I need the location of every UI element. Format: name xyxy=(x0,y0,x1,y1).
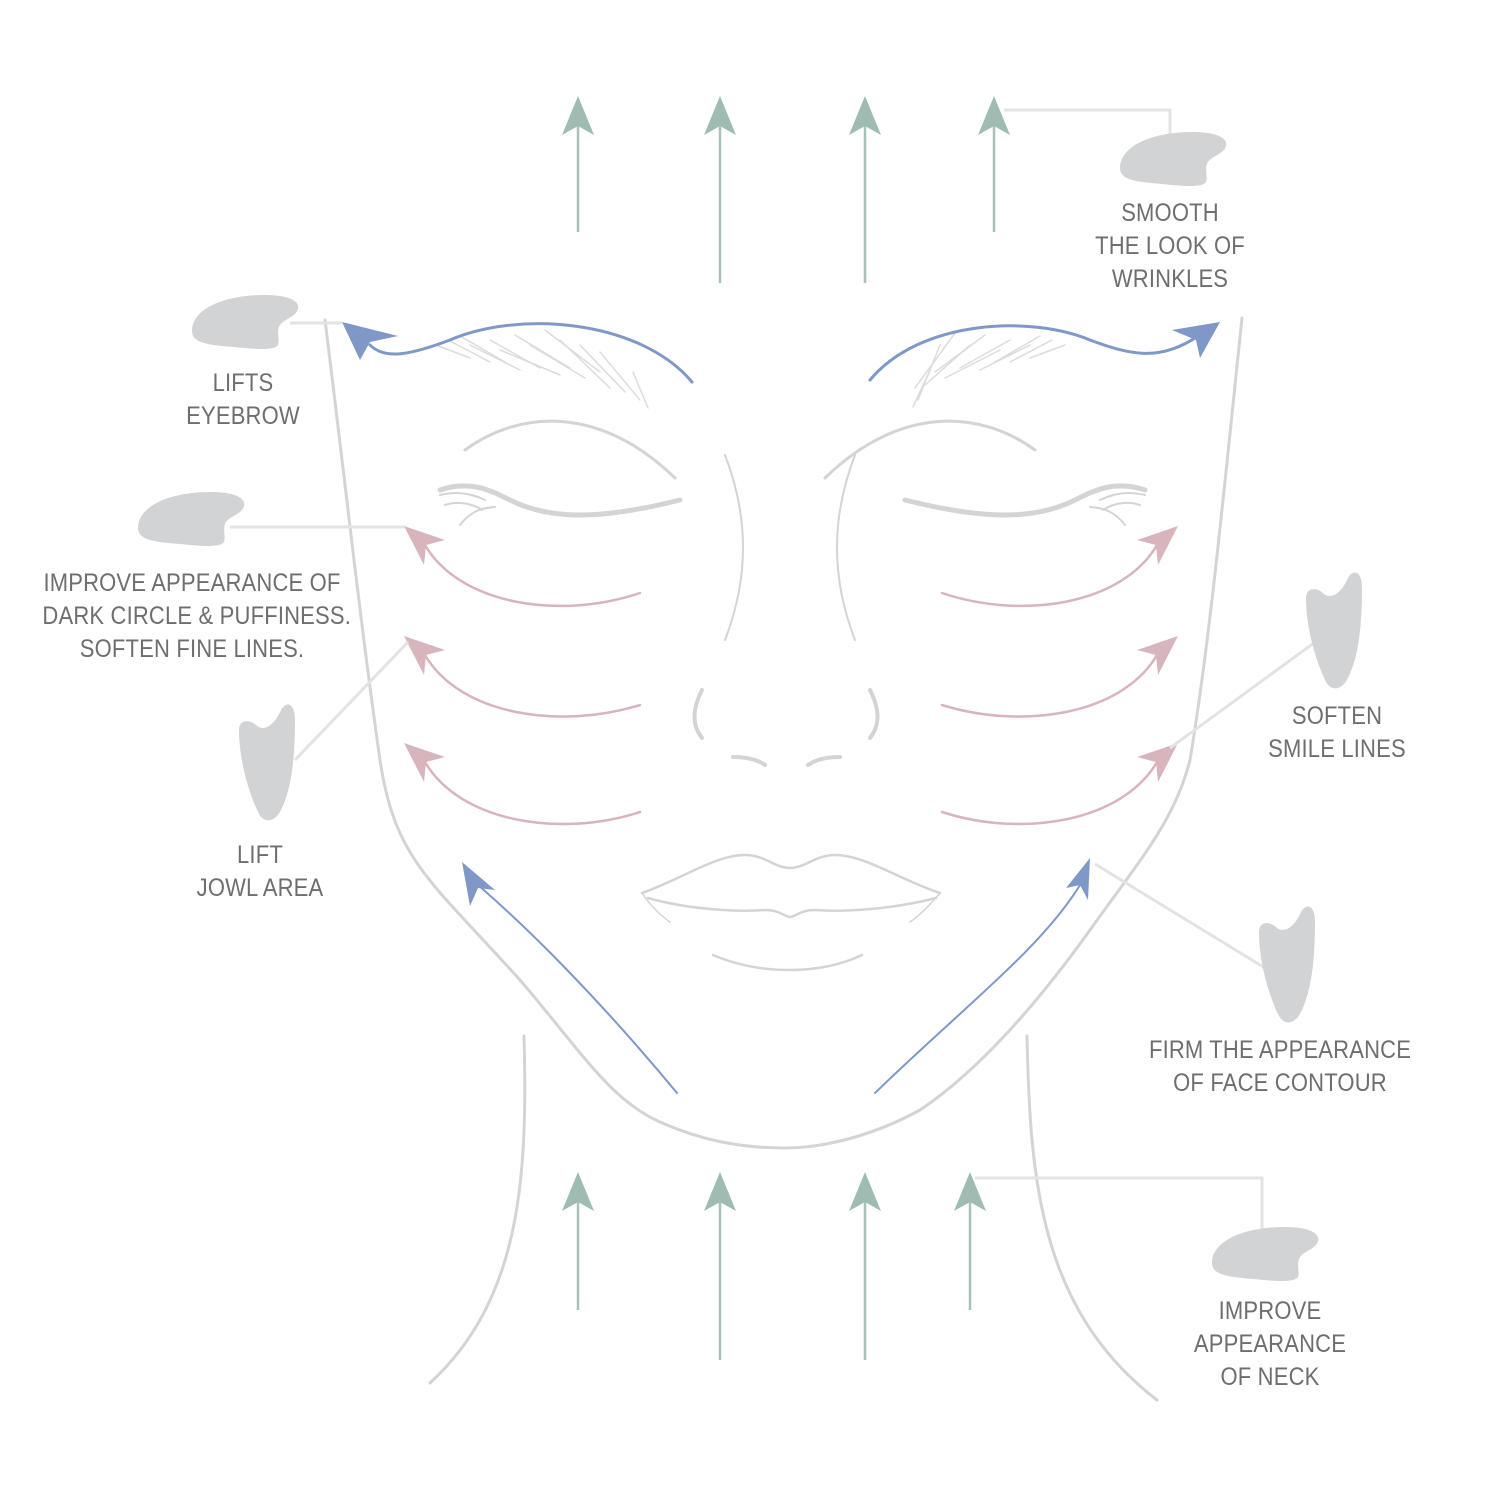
annotation-face-contour: FIRM THE APPEARANCE OF FACE CONTOUR xyxy=(1148,1034,1412,1100)
annotation-line: SMILE LINES xyxy=(1268,735,1406,763)
annotation-dark-circles: IMPROVE APPEARANCE OF DARK CIRCLE & PUFF… xyxy=(42,567,352,666)
annotation-line: IMPROVE APPEARANCE OF xyxy=(43,569,341,597)
annotation-line: JOWL AREA xyxy=(196,874,324,902)
face-left-contour xyxy=(323,316,1244,1150)
annotation-lift-jowl: LIFT JOWL AREA xyxy=(172,839,348,905)
left-eye-crease xyxy=(463,419,677,480)
arrow-head-right-jaw xyxy=(1066,858,1090,900)
annotation-soften-smile-lines: SOFTEN SMILE LINES xyxy=(1249,700,1425,766)
gua-sha-stone-icon-neck xyxy=(1212,1227,1319,1281)
annotation-line: EYEBROW xyxy=(186,402,300,430)
annotation-line: DARK CIRCLE & PUFFINESS. xyxy=(42,602,352,630)
annotation-line: SOFTEN xyxy=(1291,702,1383,730)
annotation-line: IMPROVE xyxy=(1218,1297,1322,1325)
nose xyxy=(692,454,880,767)
left-eye-lid xyxy=(437,483,683,518)
annotation-line: WRINKLES xyxy=(1111,265,1229,293)
eyes xyxy=(437,419,1148,526)
cheek-arrow-heads xyxy=(404,526,1178,782)
annotation-line: THE LOOK OF xyxy=(1095,232,1245,260)
annotation-line: OF FACE CONTOUR xyxy=(1173,1069,1387,1097)
face-outline xyxy=(323,316,1244,1150)
arrow-head-right-eyebrow xyxy=(1172,322,1220,358)
gua-sha-stone-icon-eyebrow xyxy=(192,295,299,349)
eyebrow-lift-arrows xyxy=(368,322,1200,384)
cheek-lift-arrows xyxy=(423,543,1159,826)
annotation-line: OF NECK xyxy=(1220,1363,1320,1391)
annotation-improve-neck: IMPROVE APPEARANCE OF NECK xyxy=(1182,1295,1358,1394)
arrow-head-left-jaw xyxy=(462,862,495,906)
annotation-line: LIFT xyxy=(237,841,283,869)
annotation-line: FIRM THE APPEARANCE xyxy=(1148,1036,1412,1064)
lips xyxy=(640,853,942,972)
gua-sha-stone-icon-smile-lines xyxy=(1306,572,1362,689)
gua-sha-stone-icon-wrinkles xyxy=(1120,132,1227,186)
annotation-line: LIFTS xyxy=(212,369,274,397)
eyebrow-hairs xyxy=(435,329,1066,409)
gua-sha-stone-icon-jowl xyxy=(239,704,295,821)
gua-sha-stone-icon-dark-circles xyxy=(138,492,245,546)
neck-up-arrows xyxy=(562,1172,986,1360)
leader-lines xyxy=(230,108,1319,1238)
right-eye-lid xyxy=(902,483,1148,518)
annotation-line: SOFTEN FINE LINES. xyxy=(79,635,305,663)
annotation-line: SMOOTH xyxy=(1121,199,1219,227)
gua-sha-stone-icon-face-contour xyxy=(1259,906,1315,1023)
right-eye-crease xyxy=(823,419,1037,480)
annotation-line: APPEARANCE xyxy=(1193,1330,1347,1358)
forehead-up-arrows xyxy=(562,96,1010,283)
jawline-lift-arrows xyxy=(477,884,1081,1094)
annotation-smooth-wrinkles: SMOOTH THE LOOK OF WRINKLES xyxy=(1082,197,1258,296)
annotation-lifts-eyebrow: LIFTS EYEBROW xyxy=(155,367,331,433)
arrow-head-left-eyebrow xyxy=(342,322,398,360)
neck-outline xyxy=(428,1034,1159,1402)
